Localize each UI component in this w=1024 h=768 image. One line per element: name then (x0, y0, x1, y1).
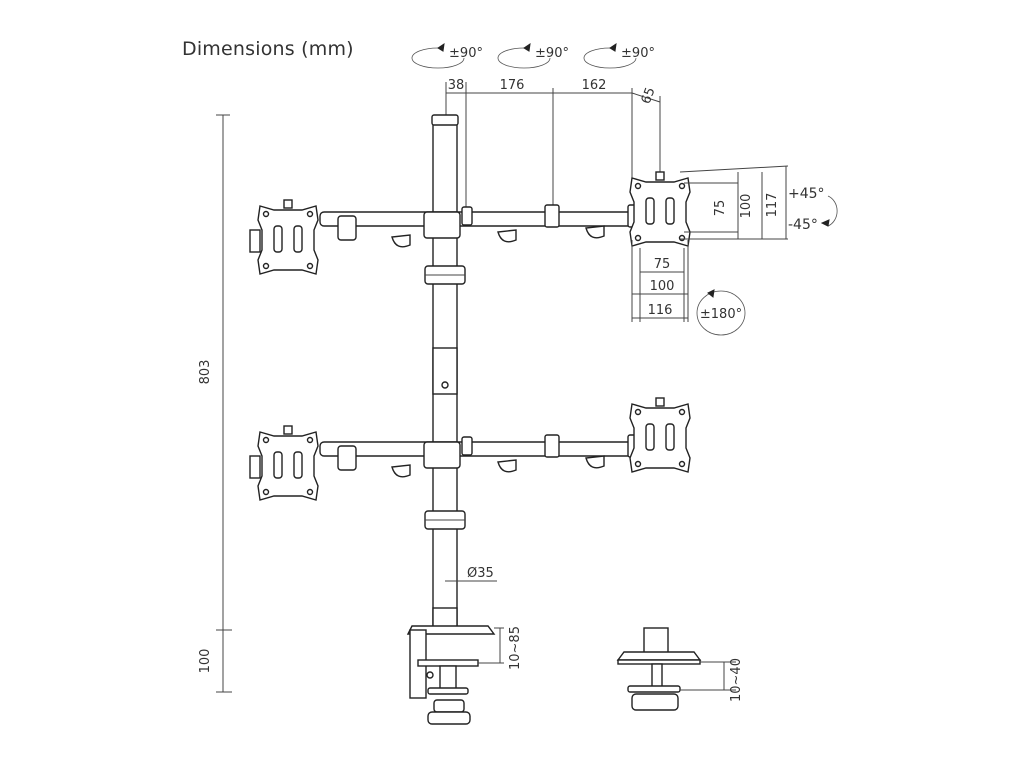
arm-dimension-line: 38 176 162 65 (445, 78, 661, 210)
dim-162: 162 (582, 78, 607, 93)
swivel-rotation-2: ±90° (497, 42, 569, 69)
dim-100-base: 100 (198, 649, 213, 674)
dim-clamp-range: 10~85 (508, 626, 523, 670)
dim-v100: 100 (739, 194, 754, 219)
grommet-base: 10~40 (616, 627, 744, 711)
rotate-label: ±180° (700, 307, 742, 322)
plate-dimensions: 75 100 117 75 100 116 (631, 165, 789, 322)
dim-65: 65 (639, 85, 659, 106)
rotation-label-1: ±90° (449, 46, 483, 61)
dim-grommet-range: 10~40 (729, 658, 744, 702)
dim-h116: 116 (648, 303, 673, 318)
dim-h75: 75 (654, 257, 671, 272)
pole (424, 114, 466, 629)
rotate-indicator: ±180° (696, 289, 746, 336)
dim-diameter: Ø35 (467, 566, 494, 581)
pole-diameter: Ø35 (445, 566, 497, 582)
height-dimension: 803 100 (198, 114, 232, 693)
swivel-rotation-3: ±90° (583, 42, 655, 69)
tilt-up: +45° (788, 186, 825, 202)
swivel-rotation-1: ±90° (411, 42, 483, 69)
vesa-plate-top-left (249, 199, 319, 275)
desk-clamp: 10~85 (406, 607, 523, 725)
vesa-plate-bottom-left (249, 425, 319, 501)
dim-v75: 75 (713, 200, 728, 217)
vesa-plate-bottom-right (629, 397, 691, 473)
arm-upper (319, 204, 641, 248)
dim-v117: 117 (765, 193, 780, 218)
vesa-plate-top-right (629, 171, 691, 247)
rotation-label-3: ±90° (621, 46, 655, 61)
arm-lower (319, 434, 641, 478)
dim-803: 803 (198, 360, 213, 385)
dim-38: 38 (448, 78, 465, 93)
dim-h100: 100 (650, 279, 675, 294)
tilt-down: -45° (788, 217, 818, 233)
diagram-title: Dimensions (mm) (182, 38, 354, 60)
rotation-label-2: ±90° (535, 46, 569, 61)
dim-176: 176 (500, 78, 525, 93)
tilt-indicator: +45° -45° (788, 186, 838, 233)
